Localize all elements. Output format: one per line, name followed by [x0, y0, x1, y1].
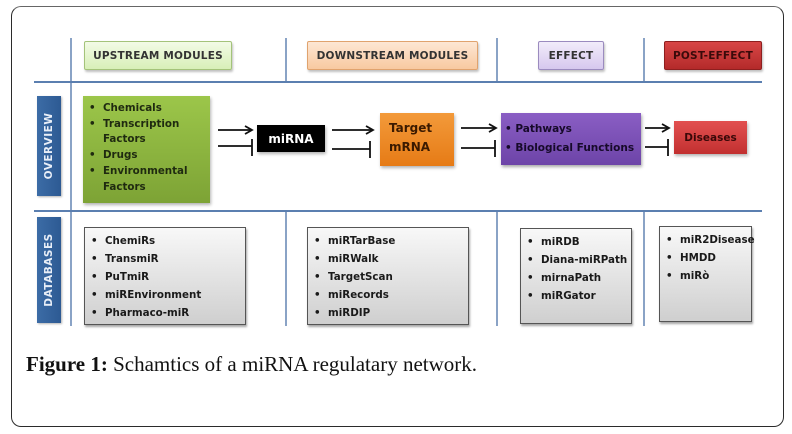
inhibition-arrow-effect-diseases — [645, 139, 669, 156]
grid-vline-2-top — [496, 38, 498, 82]
database-item: Diana-miRPath — [527, 251, 631, 269]
upstream-factor-item: Drugs — [89, 148, 206, 164]
database-item: miRTarBase — [314, 232, 468, 250]
grid-vline-1-bottom — [285, 211, 287, 326]
grid-hline-header — [34, 81, 762, 83]
target-mrna-line2: mRNA — [389, 140, 431, 154]
effect-item-text: Pathways — [515, 123, 572, 135]
row-label-databases: DATABASES — [37, 217, 61, 323]
upstream-factor-item-continued: Factors — [103, 133, 146, 146]
figure-caption: Figure 1: Schamtics of a miRNA regulatar… — [26, 352, 477, 377]
database-item: HMDD — [666, 249, 751, 267]
target-mrna-node: Target mRNA — [380, 113, 454, 166]
upstream-factors-box: Chemicals Transcription Factors Drugs En… — [83, 96, 210, 203]
database-item: miRDB — [527, 233, 631, 251]
database-item: miRò — [666, 267, 751, 285]
database-item: mirnaPath — [527, 269, 631, 287]
figure-caption-label: Figure 1: — [26, 352, 108, 376]
diseases-node: Diseases — [674, 121, 747, 154]
database-item: miRGator — [527, 287, 631, 305]
figure-frame — [11, 6, 784, 427]
header-post-effect: POST-EFFECT — [664, 41, 762, 70]
header-downstream-modules: DOWNSTREAM MODULES — [307, 41, 478, 70]
upstream-factor-item: Chemicals — [89, 101, 206, 117]
database-item: miR2Disease — [666, 231, 755, 249]
effect-databases-box: miRDB Diana-miRPath mirnaPath miRGator — [520, 228, 632, 324]
effect-item: • Biological Functions — [505, 142, 635, 154]
figure-caption-text: Schamtics of a miRNA regulatary network. — [107, 352, 478, 376]
database-item: miRWalk — [314, 250, 468, 268]
database-item: TransmiR — [91, 250, 245, 268]
header-upstream-modules: UPSTREAM MODULES — [84, 41, 232, 70]
effect-item: • Pathways — [505, 123, 572, 135]
target-mrna-line1: Target — [389, 121, 433, 135]
upstream-factor-item-continued: Factors — [103, 180, 146, 193]
activation-arrow-target-effect — [461, 123, 498, 133]
database-item: miREnvironment — [91, 286, 245, 304]
effect-node: • Pathways • Biological Functions — [501, 113, 641, 165]
grid-vline-3-top — [643, 38, 645, 82]
database-item: miRecords — [314, 286, 468, 304]
inhibition-arrow-target-effect — [461, 140, 496, 157]
database-item: ChemiRs — [91, 232, 245, 250]
grid-hline-middle — [34, 210, 762, 212]
grid-vline-left — [70, 38, 72, 326]
inhibition-arrow-upstream-mirna — [218, 139, 253, 156]
database-item: TargetScan — [314, 268, 468, 286]
effect-item-text: Biological Functions — [515, 142, 635, 154]
mirna-node: miRNA — [257, 125, 325, 152]
upstream-factor-item: Transcription — [89, 117, 206, 133]
activation-arrow-upstream-mirna — [218, 125, 254, 135]
activation-arrow-mirna-target — [332, 125, 375, 135]
post-effect-databases-box: miR2Disease HMDD miRò — [659, 226, 755, 322]
row-label-overview: OVERVIEW — [37, 96, 61, 196]
database-item: miRDIP — [314, 304, 468, 322]
grid-vline-2-bottom — [496, 211, 498, 326]
upstream-factor-item: Environmental — [89, 164, 206, 180]
header-effect: EFFECT — [538, 41, 604, 70]
upstream-databases-box: ChemiRs TransmiR PuTmiR miREnvironment P… — [84, 227, 246, 325]
grid-vline-3-bottom — [643, 211, 645, 326]
grid-vline-1-top — [285, 38, 287, 82]
downstream-databases-box: miRTarBase miRWalk TargetScan miRecords … — [307, 227, 469, 325]
activation-arrow-effect-diseases — [645, 123, 671, 133]
database-item: Pharmaco-miR — [91, 304, 245, 322]
database-item: PuTmiR — [91, 268, 245, 286]
inhibition-arrow-mirna-target — [332, 141, 371, 158]
